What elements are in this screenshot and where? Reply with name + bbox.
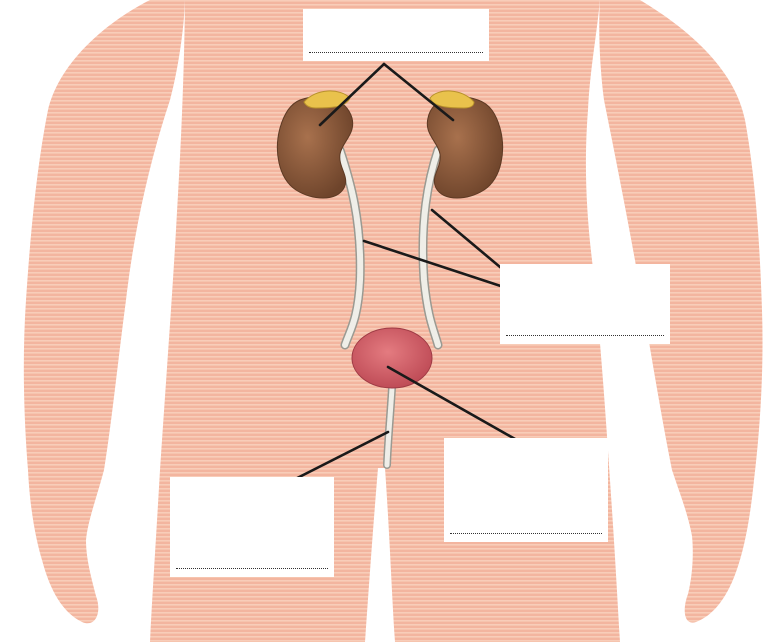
label-box-right-mid[interactable] (500, 264, 670, 344)
dotted-answer-line (309, 52, 483, 53)
label-box-right-low[interactable] (444, 438, 608, 542)
left-kidney (277, 97, 352, 198)
dotted-answer-line (450, 533, 602, 534)
label-box-left-low[interactable] (170, 477, 334, 577)
right-kidney (427, 97, 502, 198)
label-box-top[interactable] (303, 9, 489, 61)
dotted-answer-line (176, 568, 328, 569)
dotted-answer-line (506, 335, 664, 336)
bladder (352, 328, 432, 388)
